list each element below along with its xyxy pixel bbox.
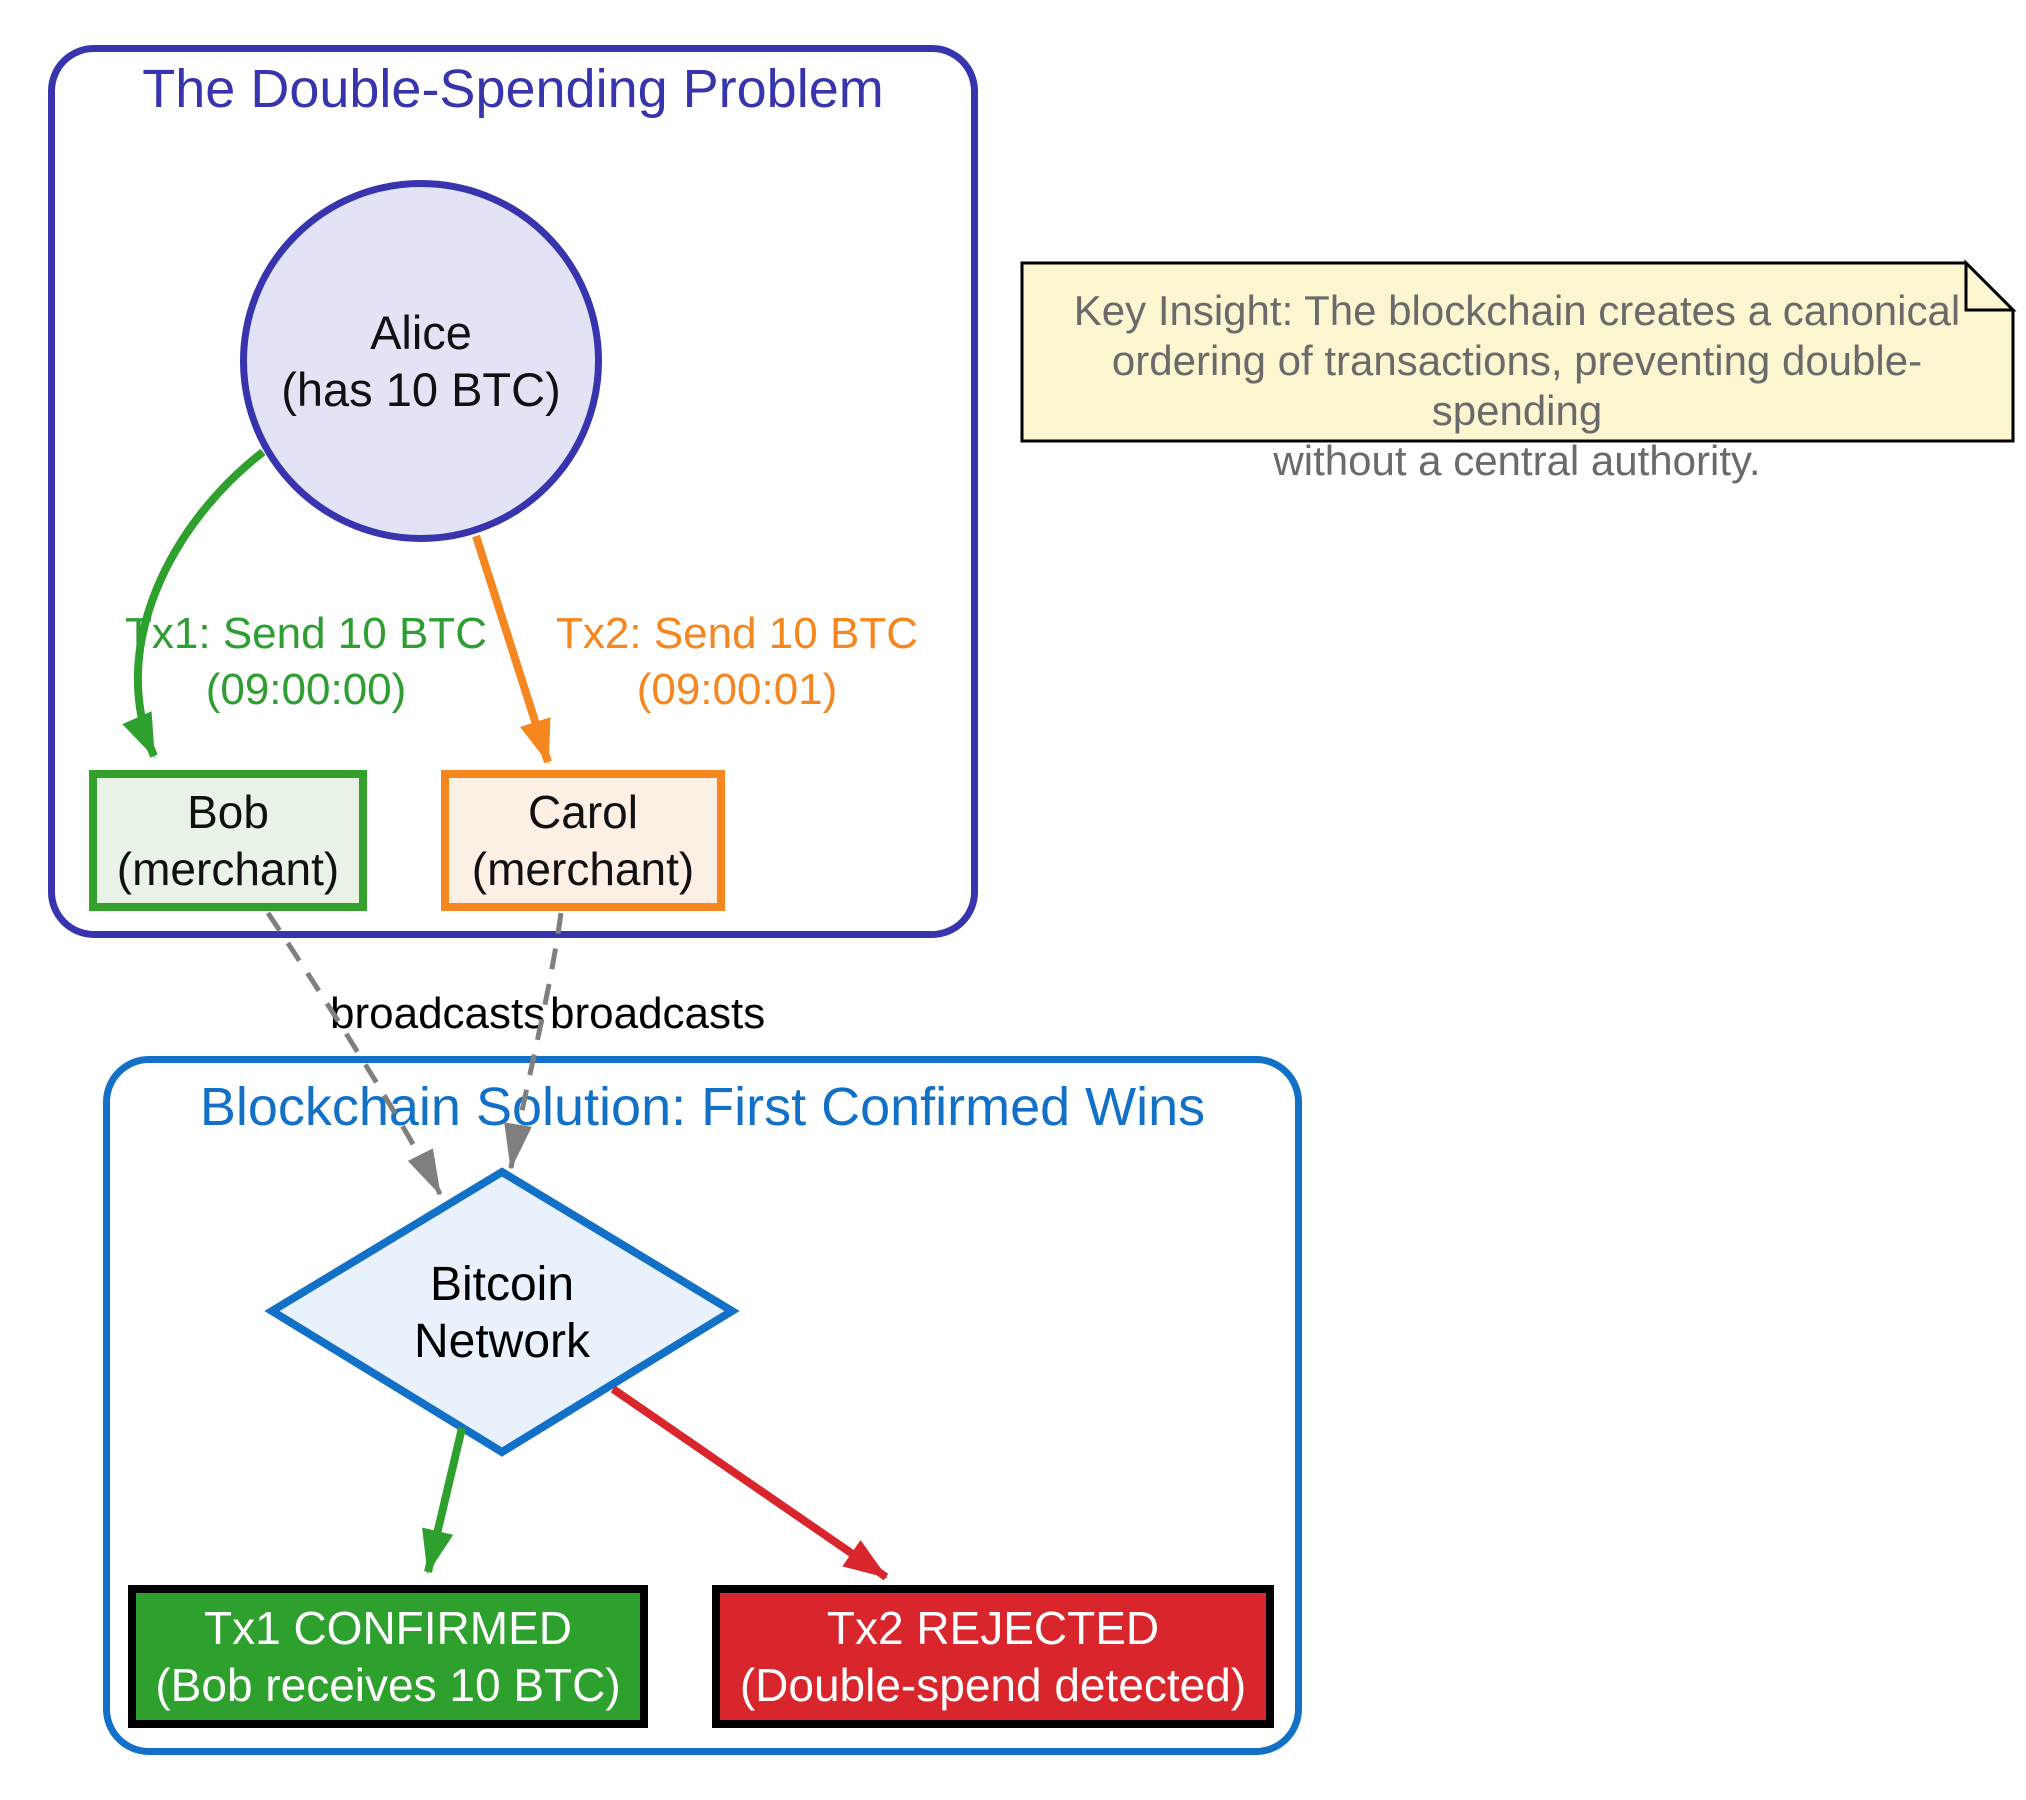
alice-detail: (has 10 BTC) xyxy=(281,363,561,416)
tx2-edge-label: Tx2: Send 10 BTC (09:00:01) xyxy=(537,606,937,718)
bob-node: Bob (merchant) xyxy=(89,770,367,911)
solution-cluster xyxy=(103,1056,1302,1755)
key-insight-note: Key Insight: The blockchain creates a ca… xyxy=(1047,286,1987,486)
carol-detail: (merchant) xyxy=(471,842,695,895)
bob-detail: (merchant) xyxy=(116,842,340,895)
tx2-rejected-line2: (Double-spend detected) xyxy=(739,1658,1247,1711)
alice-name: Alice xyxy=(370,306,472,359)
tx2-rejected-node: Tx2 REJECTED (Double-spend detected) xyxy=(712,1585,1274,1728)
solution-cluster-title: Blockchain Solution: First Confirmed Win… xyxy=(199,1077,1206,1137)
tx1-edge-label-line2: (09:00:00) xyxy=(205,665,407,714)
carol-node: Carol (merchant) xyxy=(441,770,725,911)
tx1-edge-label: Tx1: Send 10 BTC (09:00:00) xyxy=(106,606,506,718)
bitcoin-network-label: Bitcoin Network xyxy=(352,1256,652,1370)
tx1-edge-label-line1: Tx1: Send 10 BTC xyxy=(125,609,487,658)
note-line-1: Key Insight: The blockchain creates a ca… xyxy=(1073,287,1961,334)
tx1-confirmed-line1: Tx1 CONFIRMED xyxy=(204,1601,572,1654)
carol-name: Carol xyxy=(528,785,638,838)
alice-node: Alice (has 10 BTC) xyxy=(240,180,602,542)
tx2-edge-label-line1: Tx2: Send 10 BTC xyxy=(556,609,918,658)
note-line-2: ordering of transactions, preventing dou… xyxy=(1111,337,1923,434)
bitcoin-network-line2: Network xyxy=(413,1315,591,1368)
note-line-3: without a central authority. xyxy=(1273,437,1761,484)
bitcoin-network-line1: Bitcoin xyxy=(429,1258,575,1311)
problem-cluster-title: The Double-Spending Problem xyxy=(142,59,884,119)
tx1-confirmed-line2: (Bob receives 10 BTC) xyxy=(155,1658,621,1711)
broadcast-label-left: broadcasts xyxy=(330,989,546,1038)
tx2-rejected-line1: Tx2 REJECTED xyxy=(826,1601,1160,1654)
tx1-confirmed-node: Tx1 CONFIRMED (Bob receives 10 BTC) xyxy=(128,1585,648,1728)
tx2-edge-label-line2: (09:00:01) xyxy=(636,665,838,714)
broadcast-label-right: broadcasts xyxy=(550,989,766,1038)
bob-name: Bob xyxy=(187,785,269,838)
